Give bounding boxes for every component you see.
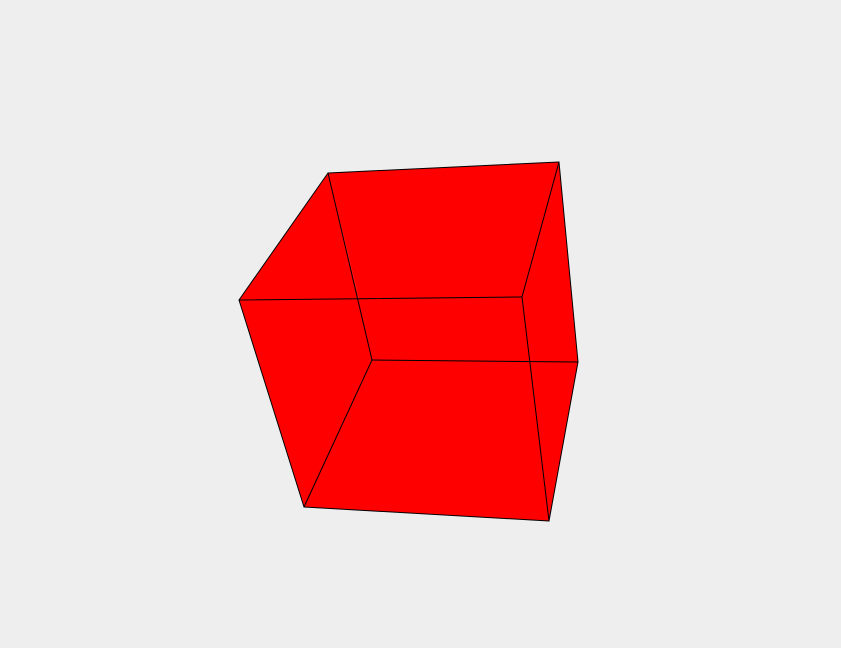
cube-face-back xyxy=(359,297,578,362)
cube-edge-9 xyxy=(238,296,523,301)
cube-edge-10 xyxy=(521,296,550,522)
cube-edge-3 xyxy=(548,361,579,522)
cube-edge-11 xyxy=(371,359,579,363)
cube-face-top xyxy=(328,162,559,299)
cube-edge-6 xyxy=(238,172,329,301)
cube-edge-7 xyxy=(327,172,373,361)
cube-edge-1 xyxy=(327,161,560,174)
cube-edge-2 xyxy=(558,161,579,363)
cube-edge-4 xyxy=(303,506,550,522)
cube-edge-12 xyxy=(303,359,373,508)
cube-edges xyxy=(238,161,579,522)
cube-edge-5 xyxy=(238,299,305,508)
cube-edge-8 xyxy=(521,161,560,298)
cube-faces xyxy=(239,162,578,521)
